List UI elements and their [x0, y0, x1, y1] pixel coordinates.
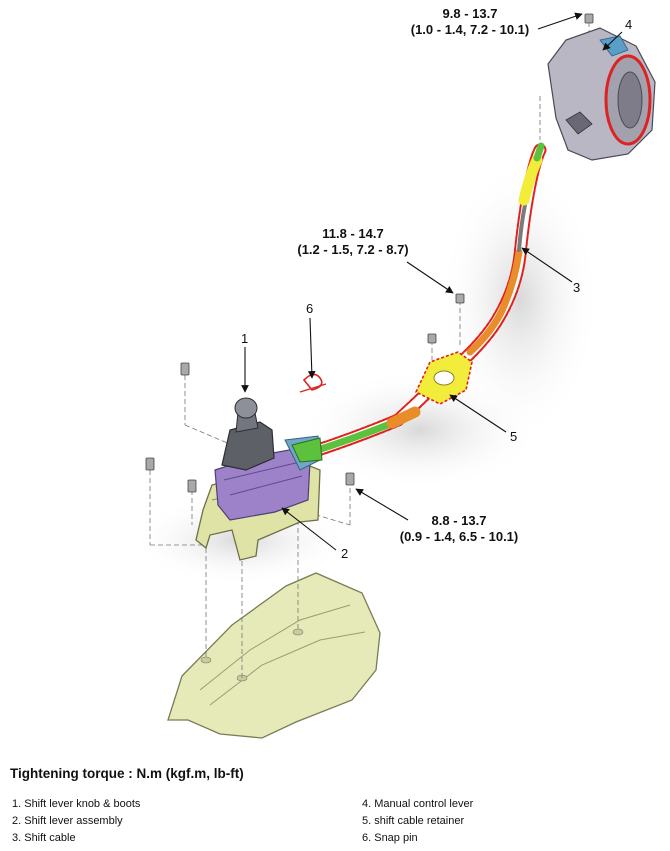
leader-lines [241, 12, 623, 551]
shadow-retainer [300, 370, 540, 490]
callout-1: 1 [241, 331, 249, 346]
legend-item: 2. Shift lever assembly [12, 815, 123, 827]
shift-cable [291, 142, 547, 463]
torque-value: 8.8 - 13.7 [431, 513, 487, 528]
snap-pin [299, 373, 327, 393]
bolts [145, 13, 594, 493]
legend-item: 5. shift cable retainer [362, 815, 465, 827]
alignment-lines [149, 22, 590, 678]
torque-label-transaxle: 9.8 - 13.7 (1.0 - 1.4, 7.2 - 10.1) [395, 6, 545, 38]
shift-cable-exploded-diagram [130, 12, 656, 739]
shift-cable-retainer [414, 351, 473, 405]
torque-conversion: (1.0 - 1.4, 7.2 - 10.1) [410, 22, 530, 37]
callout-2: 2 [341, 546, 349, 561]
torque-value: 11.8 - 14.7 [322, 226, 384, 241]
shadow-cable [440, 160, 600, 440]
legend-item: 4. Manual control lever [362, 798, 474, 810]
legend-item: 6. Snap pin [362, 832, 418, 844]
legend-item: 1. Shift lever knob & boots [12, 798, 141, 810]
callout-6: 6 [306, 301, 314, 316]
transaxle-housing [547, 27, 656, 161]
parts-legend-left: 1. Shift lever knob & boots 2. Shift lev… [12, 796, 140, 847]
torque-value: 9.8 - 13.7 [442, 6, 498, 21]
shift-knob-and-boot [221, 397, 275, 471]
legend-item: 3. Shift cable [12, 832, 76, 844]
callout-3: 3 [573, 280, 581, 295]
torque-unit-title: Tightening torque : N.m (kgf.m, lb-ft) [10, 766, 244, 781]
floor-panel [167, 572, 381, 739]
torque-conversion: (0.9 - 1.4, 6.5 - 10.1) [399, 529, 519, 544]
parts-legend-right: 4. Manual control lever 5. shift cable r… [362, 796, 473, 847]
torque-label-retainer: 11.8 - 14.7 (1.2 - 1.5, 7.2 - 8.7) [283, 226, 423, 258]
torque-label-lever: 8.8 - 13.7 (0.9 - 1.4, 6.5 - 10.1) [384, 513, 534, 545]
callout-5: 5 [510, 429, 518, 444]
callout-4: 4 [625, 17, 633, 32]
torque-conversion: (1.2 - 1.5, 7.2 - 8.7) [297, 242, 409, 257]
